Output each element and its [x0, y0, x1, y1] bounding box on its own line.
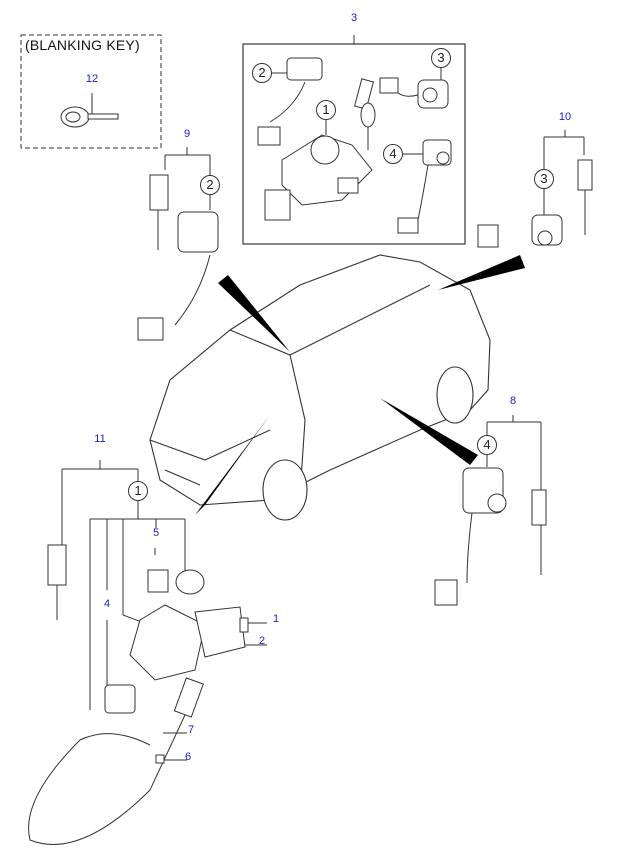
car-illustration — [149, 254, 491, 521]
pointer-wedges — [195, 255, 525, 515]
circled-ref-4-box: 4 — [383, 144, 403, 164]
trunk-lock-3 — [379, 77, 449, 109]
part-label-9[interactable]: 9 — [183, 128, 191, 140]
set-9-parts — [137, 174, 219, 341]
part-label-7[interactable]: 7 — [188, 724, 195, 736]
part-label-12[interactable]: 12 — [85, 73, 99, 85]
ignition-lock-assembly — [264, 134, 373, 221]
set-10-bracket — [543, 130, 585, 215]
circled-ref-4-set8: 4 — [477, 435, 497, 455]
circled-ref-1-box: 1 — [316, 100, 336, 120]
door-lock-cylinder-2 — [257, 57, 323, 146]
part-label-6[interactable]: 6 — [185, 751, 192, 763]
circled-ref-3-set10: 3 — [534, 169, 554, 189]
part-label-5[interactable]: 5 — [152, 527, 160, 539]
set-8-parts — [434, 467, 547, 606]
part-label-2[interactable]: 2 — [259, 635, 266, 647]
circled-ref-2-box: 2 — [252, 63, 272, 83]
blanking-key-title: (BLANKING KEY) — [25, 37, 140, 53]
part-label-1[interactable]: 1 — [273, 613, 280, 625]
circled-ref-3-box: 3 — [431, 48, 451, 68]
part-label-11[interactable]: 11 — [94, 433, 106, 445]
door-lock-cylinder-4 — [397, 139, 452, 234]
set-8-bracket — [486, 415, 542, 490]
blanking-key-icon — [60, 93, 119, 128]
circled-ref-1-set11: 1 — [128, 481, 148, 501]
set-11-parts — [28, 544, 249, 845]
part-label-4[interactable]: 4 — [103, 598, 111, 610]
part-label-8[interactable]: 8 — [509, 395, 517, 407]
set-9-bracket — [164, 147, 211, 210]
key-fob-set-3 — [353, 78, 376, 150]
circled-ref-2-set9: 2 — [200, 175, 220, 195]
blanking-key-box — [20, 34, 162, 149]
set-11-bracket — [61, 460, 267, 761]
part-label-3[interactable]: 3 — [350, 12, 358, 24]
set-10-parts — [477, 159, 593, 248]
part-label-10[interactable]: 10 — [558, 111, 572, 123]
